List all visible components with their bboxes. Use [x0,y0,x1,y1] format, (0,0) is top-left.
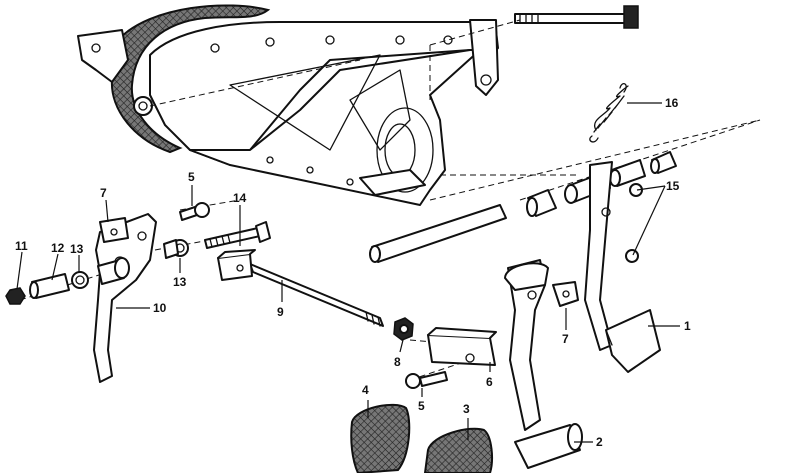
callout-6: 6 [486,375,493,389]
bolt-lower [405,371,448,389]
nut-8 [393,317,414,341]
bushing-15 [625,183,643,263]
callout-7-left: 7 [100,186,107,200]
clutch-pedal [584,161,661,373]
callout-5-lower: 5 [418,399,425,413]
callout-5-upper: 5 [188,170,195,184]
bolt-14 [204,221,271,249]
leader-lines [16,102,680,443]
bolt-upper [179,202,210,221]
clevis [427,327,497,366]
callout-3: 3 [463,402,470,416]
pedal-bracket-housing [77,4,639,206]
pedal-pads [350,403,493,473]
callout-4: 4 [362,383,369,397]
callout-10: 10 [153,301,167,315]
callout-11: 11 [15,239,28,253]
brake-pedal [504,259,583,469]
callout-7-right: 7 [562,332,569,346]
clip-left [99,217,129,243]
callout-13-left: 13 [70,242,84,256]
callout-2: 2 [596,435,603,449]
callout-16: 16 [665,96,679,110]
callout-labels: 16 15 1 2 3 4 7 6 5 8 9 14 13 5 7 10 13 … [15,96,691,449]
callout-12: 12 [51,241,65,255]
return-spring [589,83,629,143]
callout-14: 14 [233,191,247,205]
clip-right [552,281,579,307]
bushing-13-right [163,239,189,259]
pivot-shaft [369,204,507,263]
linkage-left-parts [5,257,130,305]
callout-15: 15 [666,179,680,193]
callout-1: 1 [684,319,691,333]
push-rod [217,249,384,327]
callout-13-right: 13 [173,275,187,289]
callout-8: 8 [394,355,401,369]
callout-9: 9 [277,305,284,319]
